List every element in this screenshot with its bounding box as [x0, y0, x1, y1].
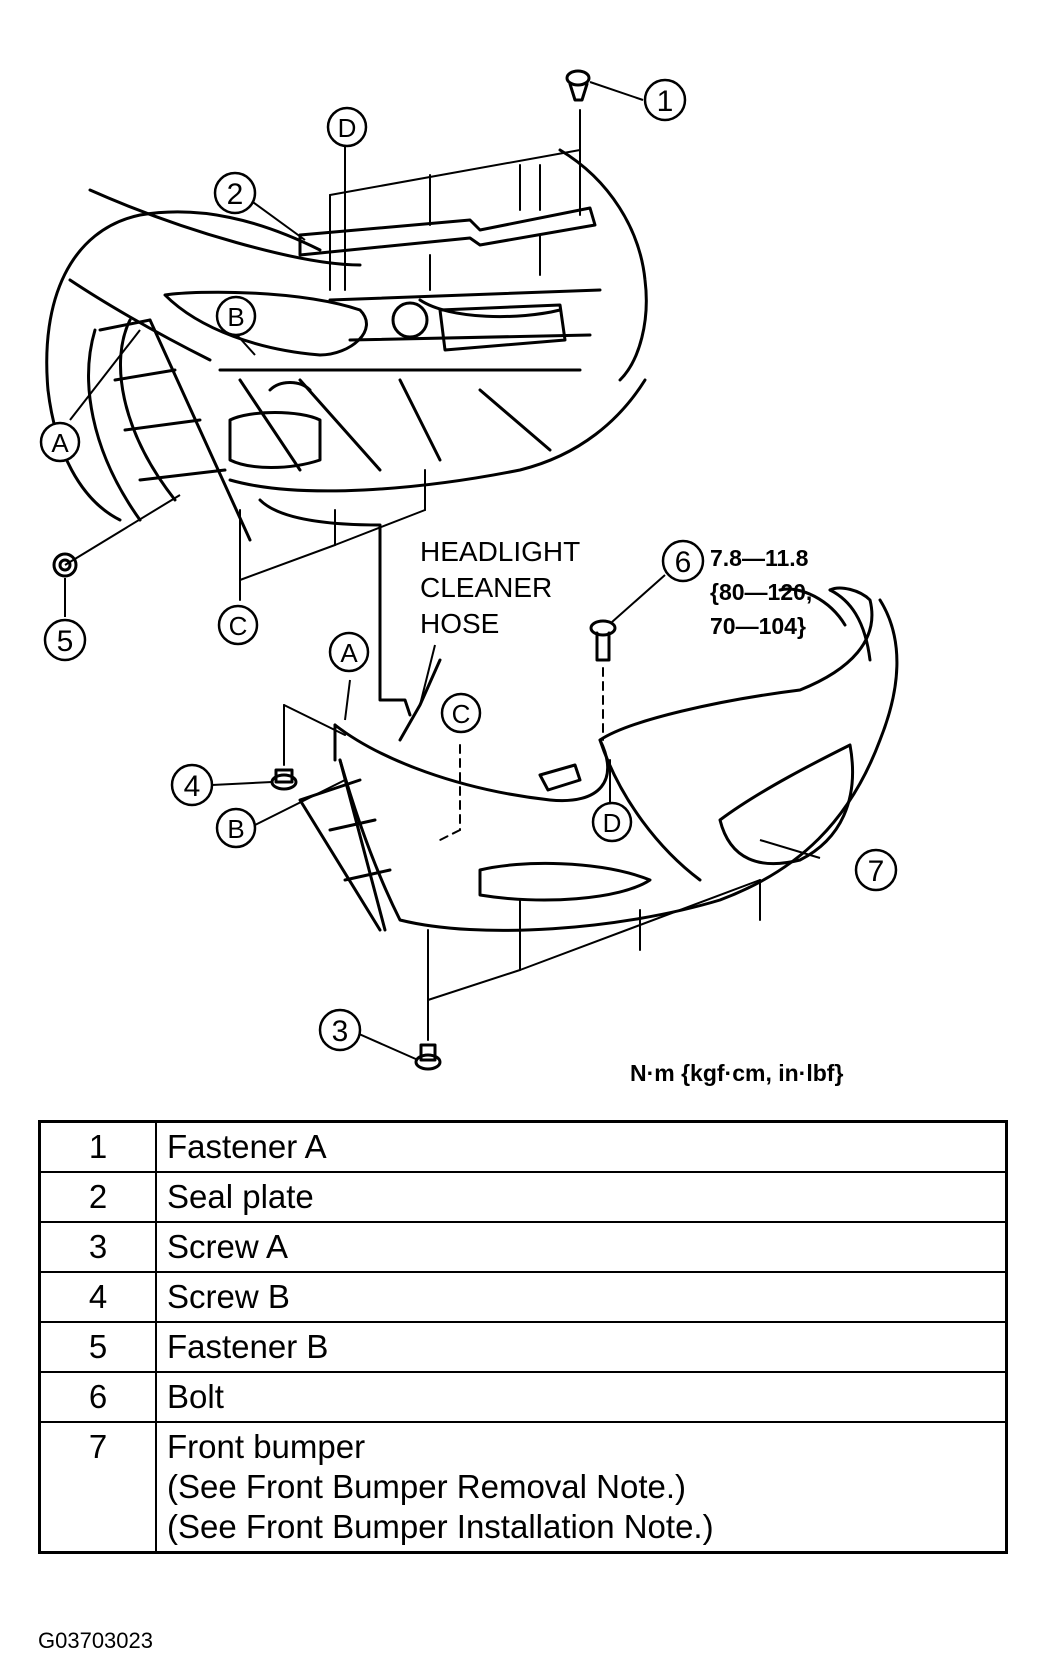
callout-b-upper: B — [227, 302, 244, 332]
part-number-cell: 3 — [38, 1221, 157, 1273]
part-name-line: Front bumper — [167, 1428, 366, 1465]
leader-b-upper — [236, 334, 256, 356]
vehicle-front-end-drawing — [45, 148, 648, 542]
front-bumper-drawing — [298, 586, 899, 932]
torque-spec-line-3: 70—104} — [710, 613, 806, 639]
part-number-cell: 2 — [38, 1171, 157, 1223]
leader-1 — [589, 81, 644, 101]
part-name-line: Seal plate — [167, 1178, 314, 1215]
part-name-cell: Bolt — [155, 1371, 1008, 1423]
screw-a-drawing — [414, 879, 761, 1071]
part-name-line: Screw A — [167, 1228, 289, 1265]
fastener-b-drawing — [52, 552, 78, 578]
callout-4-circle — [170, 763, 214, 807]
callout-7-circle — [854, 848, 898, 892]
callout-a-lower: A — [340, 638, 358, 668]
part-number-cell: 6 — [38, 1371, 157, 1423]
part-name-line: Screw B — [167, 1278, 290, 1315]
exploded-view-diagram: 1 2 3 4 5 6 7 D B A C A C B D HEADLIGHT … — [39, 69, 899, 1086]
leader-a-lower — [344, 679, 351, 721]
leader-6 — [611, 574, 666, 623]
callout-2-circle — [213, 171, 257, 215]
callout-5: 5 — [57, 625, 74, 658]
table-row: 3 Screw A — [38, 1221, 1008, 1273]
leader-b-lower — [254, 779, 346, 826]
callout-4: 4 — [184, 770, 201, 803]
table-row: 2 Seal plate — [38, 1171, 1008, 1223]
part-name-line: Bolt — [167, 1378, 224, 1415]
leader-3 — [349, 1029, 419, 1061]
callout-1: 1 — [657, 85, 674, 118]
part-number-cell: 5 — [38, 1321, 157, 1373]
part-name-cell: Fastener A — [155, 1120, 1008, 1173]
unit-note: N·m {kgf·cm, in·lbf} — [630, 1060, 843, 1086]
table-row: 5 Fastener B — [38, 1321, 1008, 1373]
seal-plate-drawing — [298, 109, 597, 291]
part-name-cell: Screw B — [155, 1271, 1008, 1323]
callout-3-circle — [318, 1008, 362, 1052]
hose-label-line-2: CLEANER — [420, 572, 552, 603]
table-row: 6 Bolt — [38, 1371, 1008, 1423]
part-name-line: (See Front Bumper Removal Note.) — [167, 1468, 687, 1505]
callout-c-upper-circle — [217, 604, 259, 646]
callout-b-lower-circle — [215, 807, 257, 849]
callout-b-lower: B — [227, 814, 244, 844]
bolt-drawing — [589, 619, 617, 741]
screw-b-drawing — [270, 704, 346, 791]
part-name-cell: Front bumper(See Front Bumper Removal No… — [155, 1421, 1008, 1554]
part-name-cell: Fastener B — [155, 1321, 1008, 1373]
leader-a-upper — [69, 329, 141, 421]
part-name-line: Fastener B — [167, 1328, 329, 1365]
leader-5-to-part — [64, 494, 181, 566]
torque-spec-line-2: {80—120, — [710, 579, 812, 605]
part-number-cell: 1 — [38, 1120, 157, 1173]
callout-d-lower-circle — [591, 801, 633, 843]
callout-c-lower: C — [452, 699, 471, 729]
callout-3: 3 — [332, 1015, 349, 1048]
part-name-line: Fastener A — [167, 1128, 327, 1165]
part-number-cell: 4 — [38, 1271, 157, 1323]
callout-c-upper: C — [229, 611, 248, 641]
hose-label-line-1: HEADLIGHT — [420, 536, 580, 567]
fastener-a-drawing — [565, 69, 591, 102]
callout-a-lower-circle — [328, 631, 370, 673]
table-row: 4 Screw B — [38, 1271, 1008, 1323]
figure-code: G03703023 — [38, 1628, 153, 1653]
headlight-cleaner-hose-drawing — [258, 498, 442, 742]
leader-4 — [211, 781, 273, 786]
callout-b-upper-circle — [215, 295, 257, 337]
torque-spec-line-1: 7.8—11.8 — [710, 545, 809, 571]
hose-label-line-3: HOSE — [420, 608, 499, 639]
callout-d-upper: D — [338, 113, 357, 143]
callout-6-circle — [661, 539, 705, 583]
callout-a-upper-circle — [39, 421, 81, 463]
leader-7 — [759, 839, 821, 859]
callout-d-upper-circle — [326, 106, 368, 148]
part-number-cell: 7 — [38, 1421, 157, 1554]
part-name-line: (See Front Bumper Installation Note.) — [167, 1508, 714, 1545]
part-name-cell: Seal plate — [155, 1171, 1008, 1223]
callout-c-lower-circle — [440, 692, 482, 734]
leader-2 — [249, 199, 306, 241]
part-name-cell: Screw A — [155, 1221, 1008, 1273]
callout-a-upper: A — [51, 428, 69, 458]
callout-2: 2 — [227, 178, 244, 211]
callout-1-circle — [643, 78, 687, 122]
callout-6: 6 — [675, 546, 692, 579]
callout-7: 7 — [868, 855, 885, 888]
callout-d-lower: D — [603, 808, 622, 838]
table-row: 1 Fastener A — [38, 1120, 1008, 1173]
callout-5-circle — [43, 618, 87, 662]
